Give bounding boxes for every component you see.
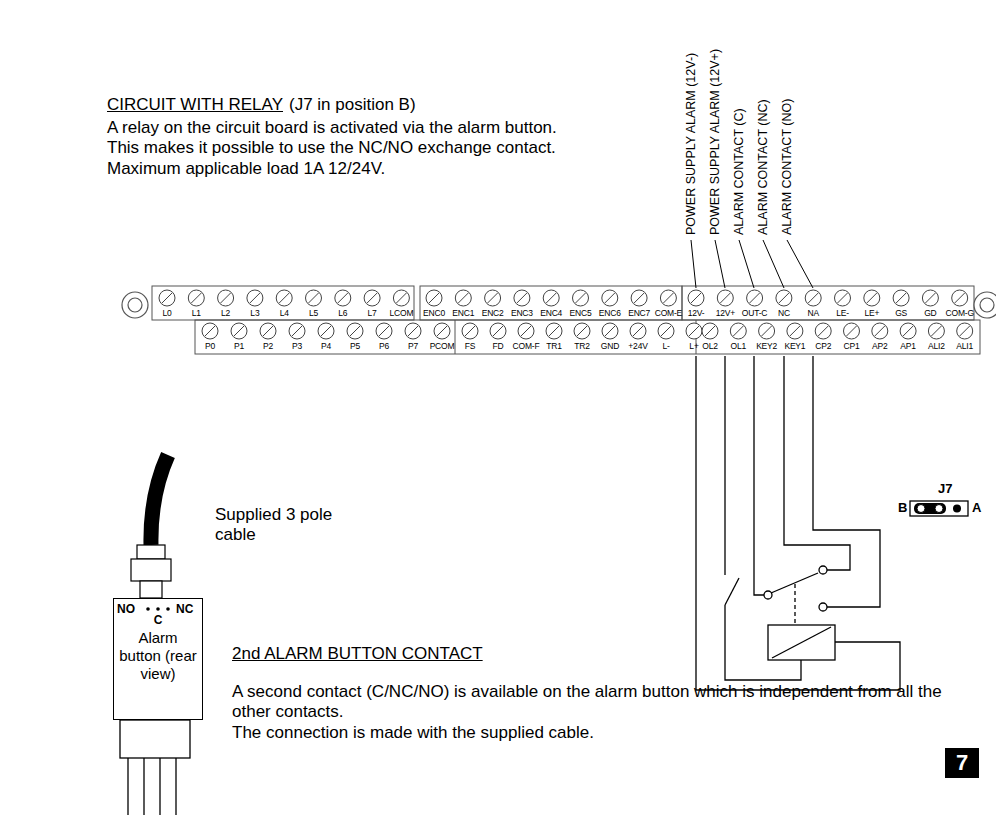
terminal-label: TR2: [574, 341, 589, 351]
terminal-label: P6: [379, 341, 389, 351]
terminal-label: 12V+: [716, 308, 735, 318]
terminal-label: GS: [895, 308, 907, 318]
terminal-label: FS: [465, 341, 475, 351]
terminal-label: P3: [292, 341, 302, 351]
terminal-label: L0: [162, 308, 171, 318]
cable-label: Supplied 3 pole cable: [215, 505, 350, 545]
terminal-label: L3: [250, 308, 259, 318]
terminal-label: L5: [309, 308, 318, 318]
terminal-label: ENC1: [452, 308, 474, 318]
terminal-label: ALI2: [928, 341, 945, 351]
page-number: 7: [945, 748, 979, 778]
jumper-j7: [910, 501, 968, 516]
pin-label: NC: [176, 603, 193, 616]
heading: (J7 in position B): [289, 95, 416, 115]
terminal-label: +24V: [628, 341, 647, 351]
terminal-label: ENC7: [628, 308, 650, 318]
terminal-label: ENC2: [482, 308, 504, 318]
terminal-label: FD: [493, 341, 504, 351]
alarm-button: [113, 598, 203, 815]
terminal-label: OL1: [731, 341, 746, 351]
terminal-label: PCOM: [430, 341, 455, 351]
terminal-label: TR1: [546, 341, 561, 351]
terminal-label: KEY2: [756, 341, 777, 351]
terminal-label: P4: [321, 341, 331, 351]
signal-label: POWER SUPPLY ALARM (12V-): [684, 53, 698, 235]
pin-label: NO: [117, 603, 135, 616]
terminal-label: L-: [662, 341, 669, 351]
jumper-position: B: [898, 501, 907, 515]
terminal-label: P1: [234, 341, 244, 351]
heading: CIRCUIT WITH RELAY: [107, 95, 283, 115]
terminal-label: ENC5: [570, 308, 592, 318]
terminal-label: NC: [778, 308, 790, 318]
terminal-label: P5: [350, 341, 360, 351]
terminal-label: ALI1: [956, 341, 973, 351]
body-text: Maximum applicable load 1A 12/24V.: [107, 159, 577, 179]
jumper-label: J7: [938, 482, 952, 496]
terminal-label: L7: [368, 308, 377, 318]
terminal-label: P7: [408, 341, 418, 351]
terminal-label: ENC4: [540, 308, 562, 318]
node-text: Alarm button (rear view): [118, 629, 198, 683]
terminal-label: AP2: [872, 341, 887, 351]
terminal-label: L2: [221, 308, 230, 318]
terminal-label: COM-G: [946, 308, 974, 318]
leader-lines: [691, 240, 813, 288]
terminal-label: LE-: [836, 308, 849, 318]
signal-label: ALARM CONTACT (C): [732, 108, 746, 235]
terminal-label: LCOM: [390, 308, 414, 318]
terminal-label: LE+: [864, 308, 879, 318]
node-text: 7: [956, 750, 968, 776]
signal-label: ALARM CONTACT (NC): [756, 99, 770, 235]
terminal-label: L6: [338, 308, 347, 318]
terminal-label: GD: [924, 308, 936, 318]
terminal-label: KEY1: [784, 341, 805, 351]
signal-label: POWER SUPPLY ALARM (12V+): [708, 49, 722, 235]
relay-circuit: [696, 356, 900, 690]
pin-label: C: [154, 614, 163, 627]
cable: [131, 455, 171, 598]
body-text: A relay on the circuit board is activate…: [107, 118, 577, 158]
jumper-position: A: [972, 501, 981, 515]
terminal-label: ENC6: [599, 308, 621, 318]
terminal-strip: [152, 286, 980, 354]
terminal-label: CP2: [815, 341, 831, 351]
terminal-label: AP1: [900, 341, 915, 351]
terminal-label: ENC0: [423, 308, 445, 318]
terminal-label: NA: [807, 308, 818, 318]
terminal-label: ENC3: [511, 308, 533, 318]
terminal-label: 12V-: [688, 308, 705, 318]
terminal-label: P2: [263, 341, 273, 351]
heading: 2nd ALARM BUTTON CONTACT: [232, 644, 483, 664]
terminal-label: COM-F: [513, 341, 540, 351]
terminal-label: L+: [689, 341, 698, 351]
terminal-label: CP1: [844, 341, 860, 351]
terminal-label: GND: [601, 341, 619, 351]
terminal-label: L1: [192, 308, 201, 318]
signal-label: ALARM CONTACT (NO): [780, 99, 794, 235]
terminal-label: OL2: [702, 341, 717, 351]
terminal-label: COM-E: [655, 308, 682, 318]
body-text: The connection is made with the supplied…: [232, 723, 967, 743]
body-text: A second contact (C/NC/NO) is available …: [232, 682, 967, 722]
terminal-screws: [159, 290, 973, 339]
terminal-label: OUT-C: [742, 308, 767, 318]
terminal-label: P0: [205, 341, 215, 351]
terminal-label: L4: [280, 308, 289, 318]
